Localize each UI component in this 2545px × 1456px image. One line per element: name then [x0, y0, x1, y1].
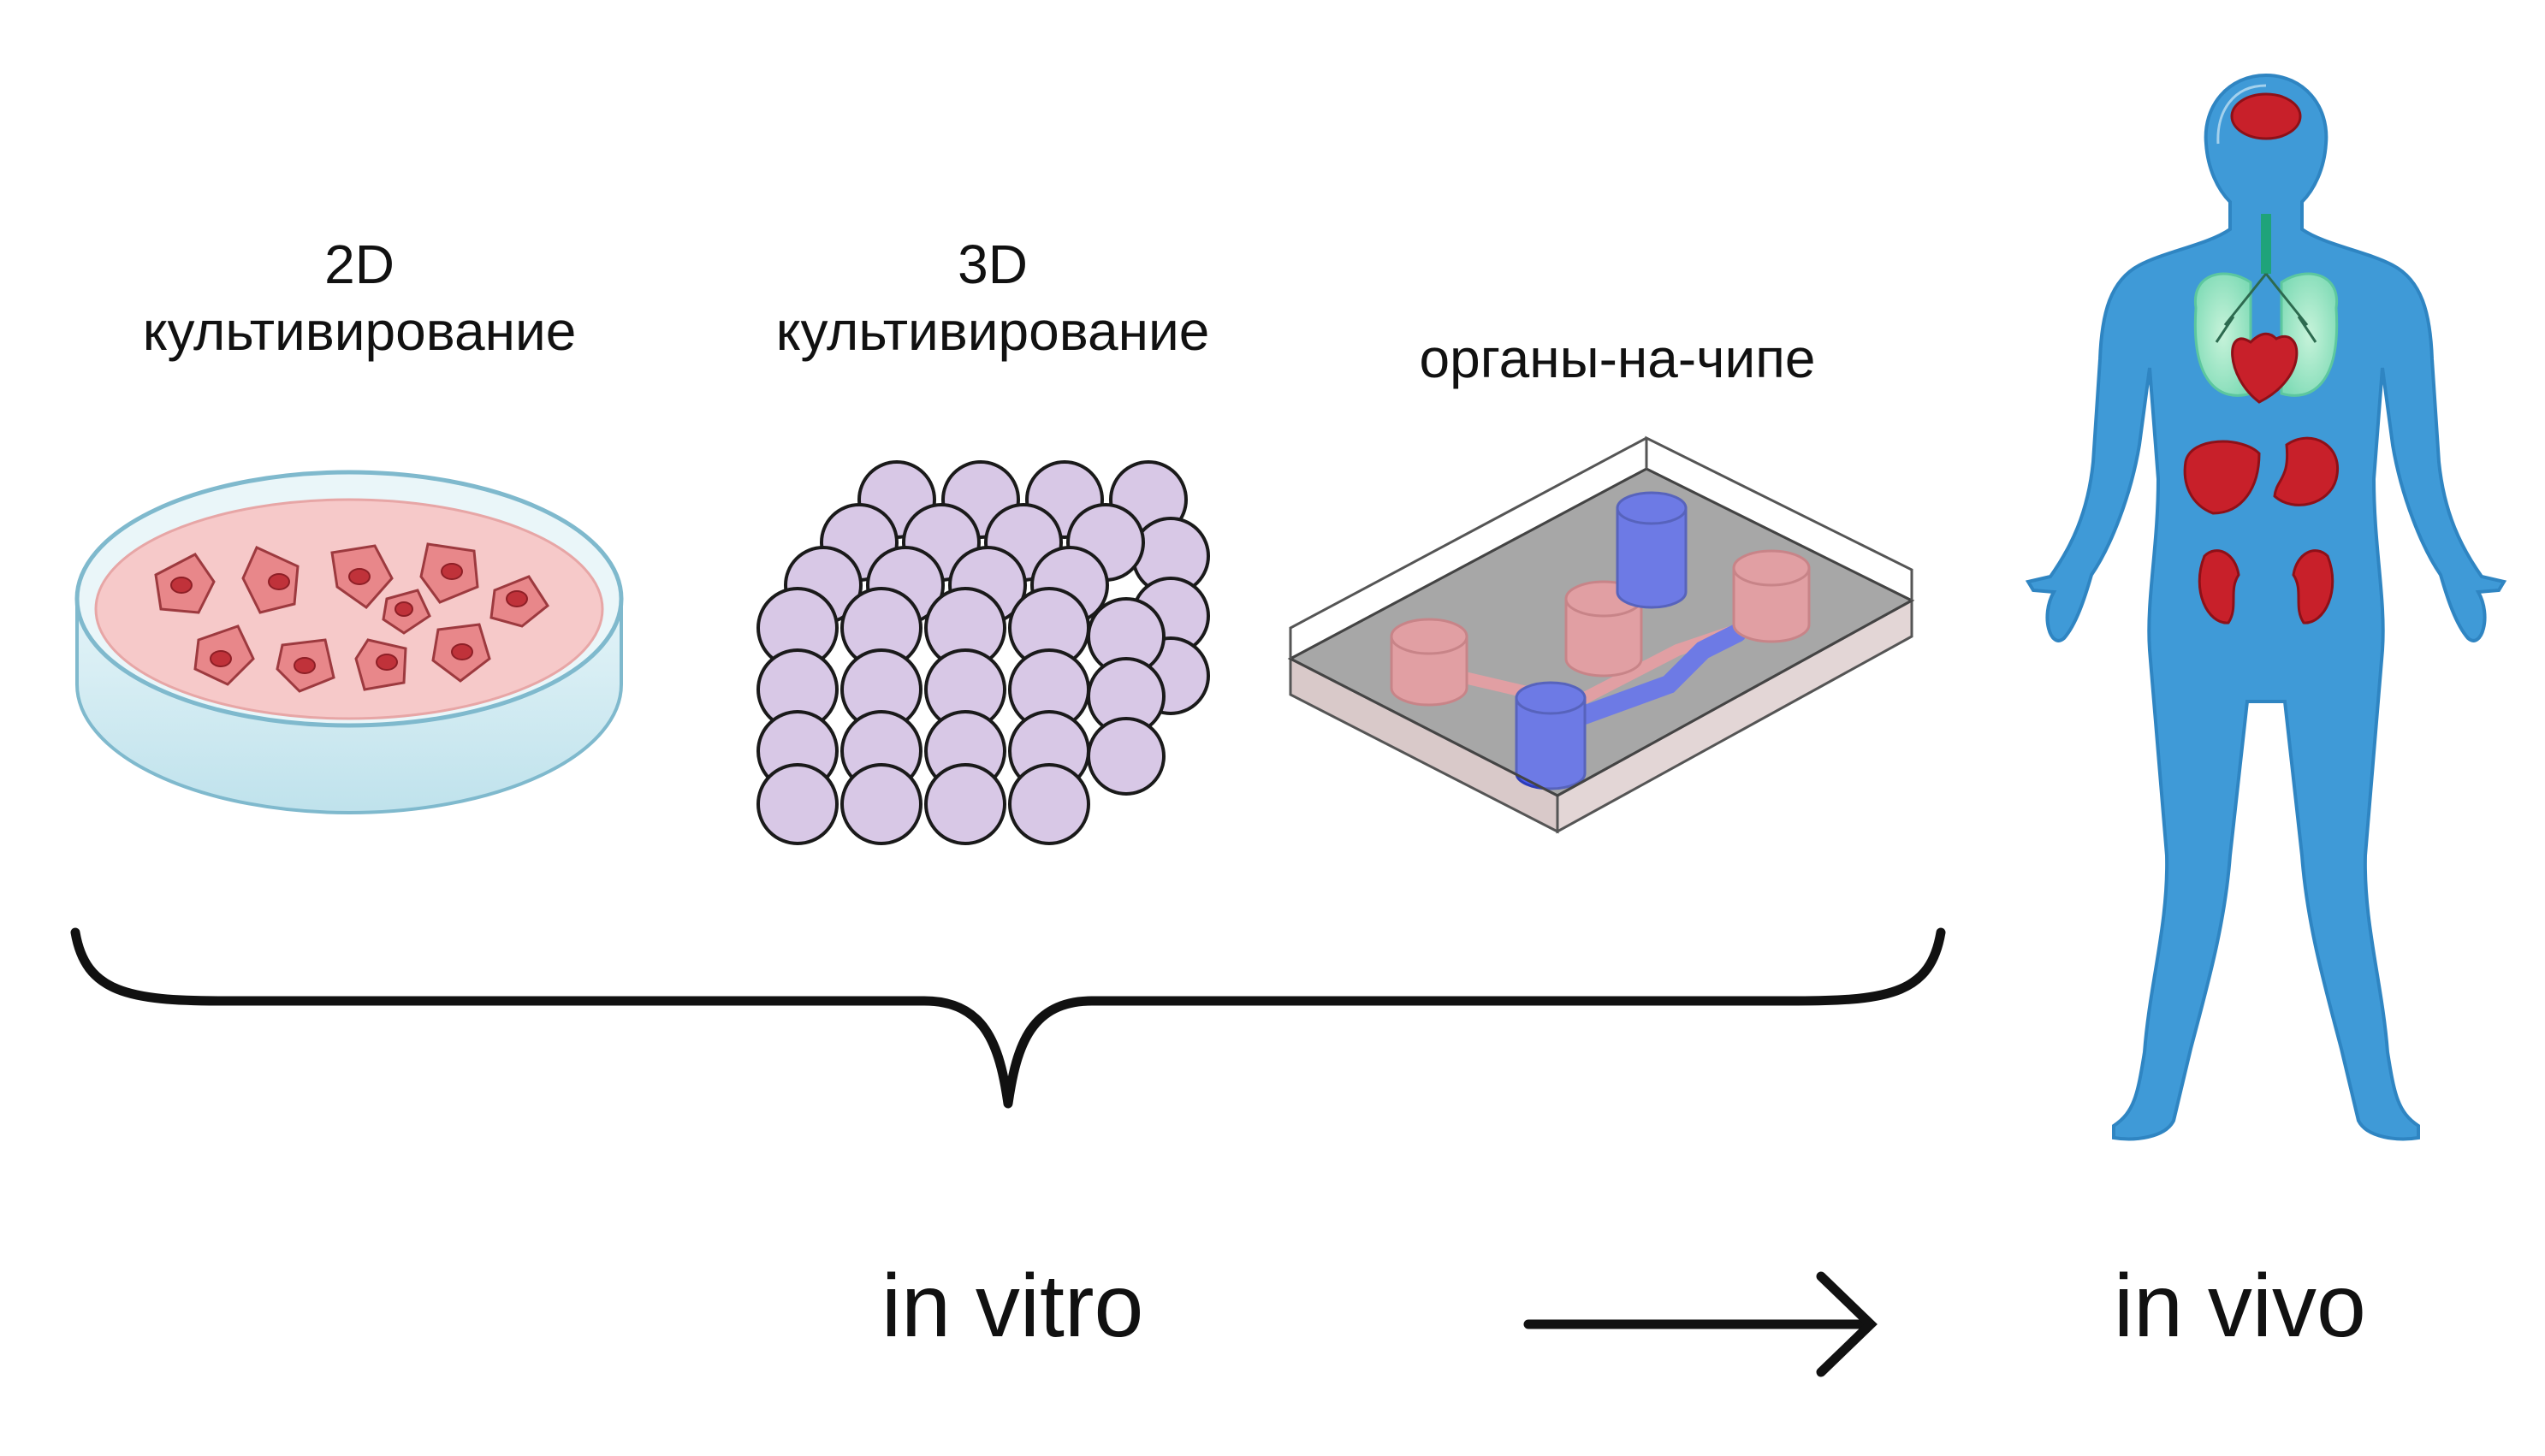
- heart-icon: [2231, 332, 2299, 404]
- kidneys-icon: [2198, 549, 2334, 624]
- label-organ-on-chip: органы-на-чипе: [1335, 325, 1900, 392]
- label-organ-on-chip-text: органы-на-чипе: [1419, 328, 1816, 389]
- cell-spheroid-icon: [756, 460, 1210, 845]
- human-body-icon: [2025, 73, 2507, 1141]
- organ-chip-icon: [1287, 435, 1915, 834]
- label-2d-line1: 2D: [324, 234, 395, 295]
- brain-icon: [2230, 92, 2302, 140]
- right-arrow-icon: [1523, 1271, 1878, 1377]
- label-3d-line2: культивирование: [775, 300, 1210, 363]
- label-in-vivo: in vivo: [2114, 1257, 2366, 1356]
- label-3d-line1: 3D: [958, 234, 1028, 295]
- curly-brace: [70, 927, 1946, 1109]
- stomach-icon: [2273, 436, 2340, 506]
- label-in-vitro: in vitro: [881, 1257, 1144, 1356]
- petri-dish-icon: [74, 470, 624, 814]
- label-2d-culture: 2D культивирование: [77, 231, 642, 364]
- liver-icon: [2183, 440, 2261, 515]
- label-3d-culture: 3D культивирование: [702, 231, 1284, 364]
- label-2d-line2: культивирование: [142, 300, 577, 363]
